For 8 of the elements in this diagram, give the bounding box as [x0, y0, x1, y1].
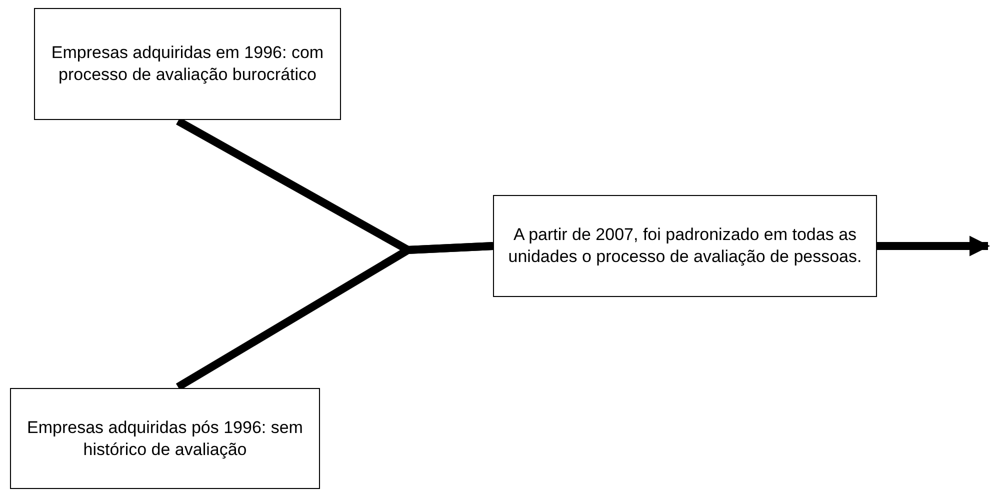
text-box [493, 195, 877, 297]
connector-line [176, 242, 494, 390]
text-box [10, 388, 320, 489]
box-text: Empresas adquiridas em 1996: com processo de avaliação burocrático [50, 42, 325, 86]
box-text: A partir de 2007, foi padronizado em todas as unidades o processo de avaliação de pessoas. [507, 224, 863, 268]
text-box [34, 8, 341, 120]
arrow [877, 236, 990, 256]
box-text: Empresas adquiridas pós 1996: sem histórico de avaliação [26, 416, 304, 460]
